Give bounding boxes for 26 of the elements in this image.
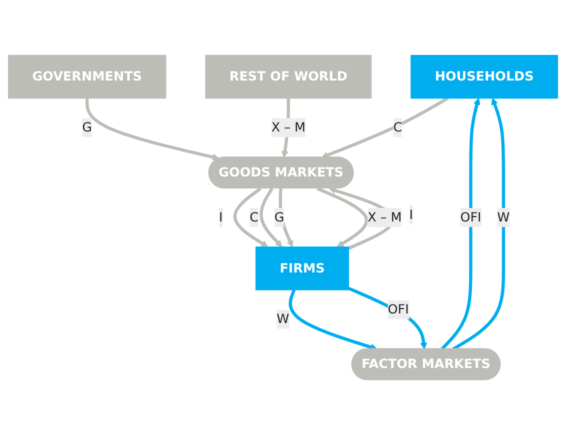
arrow — [278, 188, 294, 248]
arrow — [321, 96, 449, 158]
edge-label: C — [393, 120, 402, 135]
arrow — [260, 188, 282, 248]
node-box: HOUSEHOLDS — [410, 54, 558, 99]
node-box: GOVERNMENTS — [8, 54, 166, 99]
node-box: REST OF WORLD — [205, 54, 372, 99]
edge-label: C — [250, 210, 258, 225]
arrow — [348, 286, 428, 350]
edge-label: OFI — [460, 210, 482, 225]
edge-label: I — [409, 206, 413, 222]
arrow — [233, 187, 268, 248]
edge-label: W — [276, 311, 290, 326]
edge-label: X – M — [271, 120, 306, 135]
edge-label: G — [274, 210, 284, 225]
arrow — [440, 98, 480, 350]
arrow — [86, 98, 220, 160]
edge-label: I — [219, 210, 223, 225]
node-box: FIRMS — [255, 246, 350, 290]
arrow — [452, 98, 506, 350]
arrow — [288, 289, 378, 350]
edge-label: OFI — [388, 302, 409, 317]
arrow — [316, 187, 368, 248]
edge-label: G — [82, 120, 92, 135]
edge-label: X – M — [368, 210, 402, 225]
edge-label: W — [497, 210, 510, 225]
